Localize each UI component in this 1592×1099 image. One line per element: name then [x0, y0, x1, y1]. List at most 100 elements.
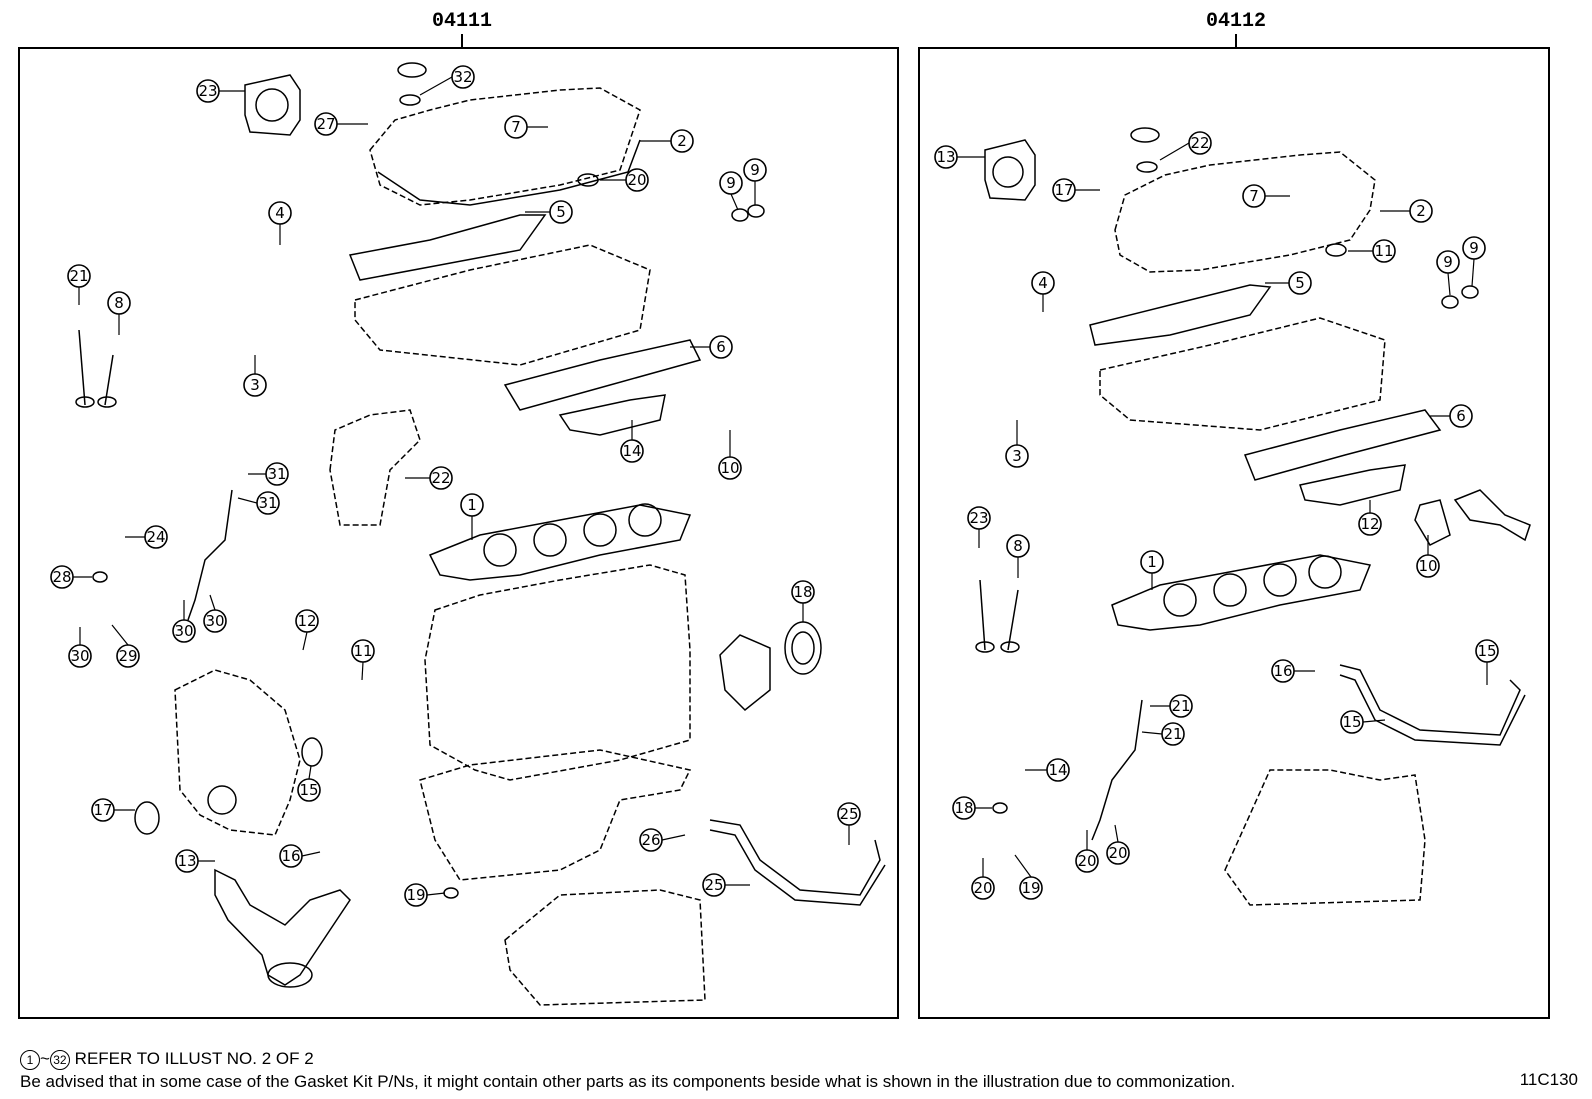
left-title-leader [461, 34, 463, 48]
callout[interactable]: 9 [719, 171, 743, 211]
callout-label: 30 [70, 647, 89, 665]
callout[interactable]: 21 [1150, 694, 1193, 718]
callout[interactable]: 27 [314, 112, 368, 136]
callout[interactable]: 21 [1141, 722, 1185, 746]
callout[interactable]: 20 [1075, 830, 1099, 873]
callout[interactable]: 19 [404, 883, 446, 907]
callout[interactable]: 23 [196, 79, 245, 103]
callout[interactable]: 17 [1052, 178, 1100, 202]
commonization-notice: Be advised that in some case of the Gask… [20, 1072, 1236, 1091]
callout[interactable]: 18 [952, 796, 992, 820]
callout[interactable]: 9 [1436, 250, 1460, 296]
callout-label: 15 [1342, 713, 1361, 731]
callout[interactable]: 25 [702, 873, 750, 897]
callout-label: 17 [1054, 181, 1073, 199]
callout[interactable]: 11 [1348, 239, 1396, 263]
callout[interactable]: 24 [125, 525, 168, 549]
callout-label: 30 [205, 612, 224, 630]
callout[interactable]: 8 [1006, 534, 1030, 578]
callout[interactable]: 18 [791, 580, 815, 622]
callout[interactable]: 9 [1462, 236, 1486, 287]
range-start-marker: 1 [20, 1049, 40, 1070]
callout[interactable]: 22 [405, 466, 453, 490]
callout[interactable]: 7 [504, 115, 548, 139]
callout-label: 7 [1249, 187, 1259, 205]
right-callouts: 13 22 17 7 2 11 4 5 9 9 3 6 23 8 12 10 1… [934, 131, 1499, 900]
callout[interactable]: 12 [1358, 500, 1382, 536]
callout[interactable]: 6 [690, 335, 733, 359]
callout[interactable]: 31 [237, 491, 280, 515]
callout-label: 21 [1171, 697, 1190, 715]
callout[interactable]: 28 [50, 565, 92, 589]
callout-label: 26 [641, 831, 660, 849]
callout[interactable]: 1 [1140, 550, 1164, 590]
callout-label: 3 [1012, 447, 1022, 465]
callout-label: 25 [704, 876, 723, 894]
callout[interactable]: 9 [743, 158, 767, 205]
callout[interactable]: 31 [248, 462, 289, 486]
callout[interactable]: 12 [295, 609, 319, 651]
callout-label: 30 [174, 622, 193, 640]
callout[interactable]: 30 [203, 594, 227, 633]
right-title-leader [1235, 34, 1237, 48]
callout-label: 11 [1374, 242, 1393, 260]
callout-label: 2 [677, 132, 687, 150]
callout-label: 27 [316, 115, 335, 133]
callout-label: 20 [1108, 844, 1127, 862]
illustration-code: 11C130 [1519, 1070, 1578, 1089]
callout-label: 1 [467, 496, 477, 514]
callout[interactable]: 3 [1005, 420, 1029, 468]
callout[interactable]: 26 [639, 828, 686, 852]
callout[interactable]: 14 [1025, 758, 1070, 782]
callout[interactable]: 15 [297, 765, 321, 802]
callout[interactable]: 20 [971, 858, 995, 900]
callout-label: 5 [556, 203, 566, 221]
callout[interactable]: 21 [67, 264, 91, 305]
callout[interactable]: 16 [279, 844, 321, 868]
callout[interactable]: 15 [1475, 639, 1499, 685]
callout[interactable]: 30 [172, 600, 196, 643]
callout[interactable]: 14 [620, 420, 644, 463]
callout-label: 2 [1416, 202, 1426, 220]
callout[interactable]: 8 [107, 291, 131, 335]
callout[interactable]: 19 [1014, 854, 1043, 900]
callout[interactable]: 29 [111, 624, 140, 668]
callout[interactable]: 13 [175, 849, 215, 873]
right-panel-title: 04112 [1205, 10, 1267, 33]
callout[interactable]: 30 [68, 627, 92, 668]
callout[interactable]: 2 [1380, 199, 1433, 223]
callout[interactable]: 15 [1340, 710, 1386, 734]
right-parts [975, 127, 1531, 906]
callout[interactable]: 22 [1159, 131, 1212, 161]
callout-label: 15 [299, 781, 318, 799]
callout[interactable]: 20 [1106, 824, 1130, 865]
callout[interactable]: 4 [268, 201, 292, 245]
callout[interactable]: 16 [1271, 659, 1315, 683]
callout-label: 20 [1077, 852, 1096, 870]
callout-label: 19 [1021, 879, 1040, 897]
callout-label: 32 [453, 68, 472, 86]
callout[interactable]: 32 [419, 65, 475, 96]
callout[interactable]: 4 [1031, 271, 1055, 312]
callout[interactable]: 25 [837, 802, 861, 845]
callout[interactable]: 2 [640, 129, 694, 153]
callout[interactable]: 10 [718, 430, 742, 480]
callout[interactable]: 7 [1242, 184, 1290, 208]
callout[interactable]: 5 [1265, 271, 1312, 295]
callout[interactable]: 11 [351, 639, 375, 681]
callout[interactable]: 13 [934, 145, 985, 169]
callout[interactable]: 17 [91, 798, 135, 822]
callout-label: 13 [936, 148, 955, 166]
callout[interactable]: 1 [460, 493, 484, 540]
callout[interactable]: 23 [967, 506, 991, 548]
callout-label: 8 [1013, 537, 1023, 555]
callout[interactable]: 6 [1430, 404, 1473, 428]
callout-label: 21 [69, 267, 88, 285]
callout[interactable]: 10 [1416, 535, 1440, 578]
callout[interactable]: 20 [600, 168, 649, 192]
callout-label: 22 [431, 469, 450, 487]
callout-label: 22 [1190, 134, 1209, 152]
callout[interactable]: 3 [243, 355, 267, 397]
callout[interactable]: 5 [525, 200, 573, 224]
